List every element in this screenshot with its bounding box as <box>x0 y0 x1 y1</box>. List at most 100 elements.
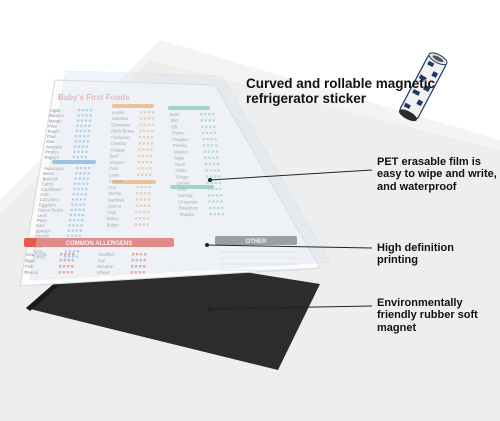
tick-boxes <box>80 224 83 227</box>
tick-boxes <box>147 117 151 120</box>
tick-boxes <box>77 187 80 191</box>
allergen-item: Fish <box>25 264 34 269</box>
rolled-magnet-icon <box>398 52 448 122</box>
tick-boxes <box>151 117 155 120</box>
tick-boxes <box>139 123 142 126</box>
tick-boxes <box>208 200 211 203</box>
tick-boxes <box>204 119 207 122</box>
tick-boxes <box>80 155 83 159</box>
tick-boxes <box>77 145 81 148</box>
tick-boxes <box>142 142 145 145</box>
tick-boxes <box>69 219 72 222</box>
food-item: Thyme <box>172 131 185 136</box>
tick-boxes <box>72 193 75 196</box>
tick-boxes <box>150 142 153 145</box>
tick-boxes <box>80 193 83 196</box>
food-item: Plum <box>47 134 57 139</box>
tick-boxes <box>70 271 73 274</box>
tick-boxes <box>203 144 206 147</box>
tick-boxes <box>219 187 222 191</box>
tick-boxes <box>213 169 216 172</box>
tick-boxes <box>206 175 209 178</box>
tick-boxes <box>67 229 70 232</box>
tick-boxes <box>76 193 79 196</box>
tick-boxes <box>136 185 139 189</box>
food-item: Garlic <box>175 162 186 167</box>
tick-boxes <box>148 179 152 183</box>
food-item: Sage <box>174 156 184 161</box>
printed-sticker-layer: Baby's First FoodsAppleBananaMangoPearPe… <box>19 79 321 287</box>
tick-boxes <box>86 109 89 112</box>
food-item: Black Beans <box>111 129 134 134</box>
tick-boxes <box>213 212 216 216</box>
allergen-item: Soy <box>98 258 106 263</box>
tick-boxes <box>212 156 215 160</box>
tick-boxes <box>86 140 89 143</box>
tick-boxes <box>90 109 93 112</box>
tick-boxes <box>218 175 221 178</box>
tick-boxes <box>215 194 219 197</box>
tick-boxes <box>81 145 85 148</box>
tick-boxes <box>148 111 151 114</box>
food-item: Broccoli <box>43 176 58 181</box>
food-item: Lentils <box>112 110 124 115</box>
tick-boxes <box>143 123 146 126</box>
pet-film-layer <box>29 70 331 281</box>
leader-dot-magnet <box>208 307 212 311</box>
tick-boxes <box>80 124 83 127</box>
tick-boxes <box>142 217 146 220</box>
tick-boxes <box>147 210 150 214</box>
tick-boxes <box>89 114 92 117</box>
food-item: Eggplant <box>39 202 56 207</box>
leader-line-printing <box>206 244 373 249</box>
tick-boxes <box>141 154 145 158</box>
tick-boxes <box>74 234 78 237</box>
food-item: Rosemary <box>179 206 199 211</box>
tick-boxes <box>151 129 154 133</box>
tick-boxes <box>143 204 146 207</box>
tick-boxes <box>216 162 220 166</box>
food-item: Dill <box>171 124 177 129</box>
tick-boxes <box>64 250 68 253</box>
food-item: Mango <box>49 118 62 123</box>
tick-boxes <box>216 156 219 160</box>
tick-boxes <box>209 125 212 128</box>
food-item: Beets <box>43 171 54 176</box>
tick-boxes <box>77 182 81 185</box>
food-item: Cottage <box>110 147 125 152</box>
tick-boxes <box>67 265 70 268</box>
tick-boxes <box>212 200 215 203</box>
tick-boxes <box>140 192 143 195</box>
tick-boxes <box>214 175 217 178</box>
tick-boxes <box>62 271 65 274</box>
tick-boxes <box>81 187 84 191</box>
tick-boxes <box>87 129 90 133</box>
tick-boxes <box>138 148 141 151</box>
column-header-bar <box>168 106 210 110</box>
other-label: OTHER <box>246 239 268 245</box>
tick-boxes <box>147 204 150 207</box>
tick-boxes <box>75 198 79 201</box>
tick-boxes <box>135 204 138 207</box>
tick-boxes <box>76 124 79 127</box>
food-item: Hummus <box>112 116 129 121</box>
tick-boxes <box>83 203 86 206</box>
tick-boxes <box>205 169 208 172</box>
tick-boxes <box>208 162 212 166</box>
tick-boxes <box>83 129 86 133</box>
tick-boxes <box>200 119 203 122</box>
tick-boxes <box>72 250 76 253</box>
tick-boxes <box>146 217 150 220</box>
tick-boxes <box>215 150 218 153</box>
tick-boxes <box>143 117 147 120</box>
food-item: Beef <box>110 154 119 159</box>
tick-boxes <box>78 109 81 112</box>
tick-boxes <box>139 117 143 120</box>
tick-boxes <box>137 167 140 170</box>
food-item: Cheddar <box>111 141 128 146</box>
tick-boxes <box>138 135 142 139</box>
food-item: Paprika <box>180 212 195 217</box>
tick-boxes <box>208 156 211 160</box>
tick-boxes <box>87 135 90 138</box>
tick-boxes <box>73 145 77 148</box>
